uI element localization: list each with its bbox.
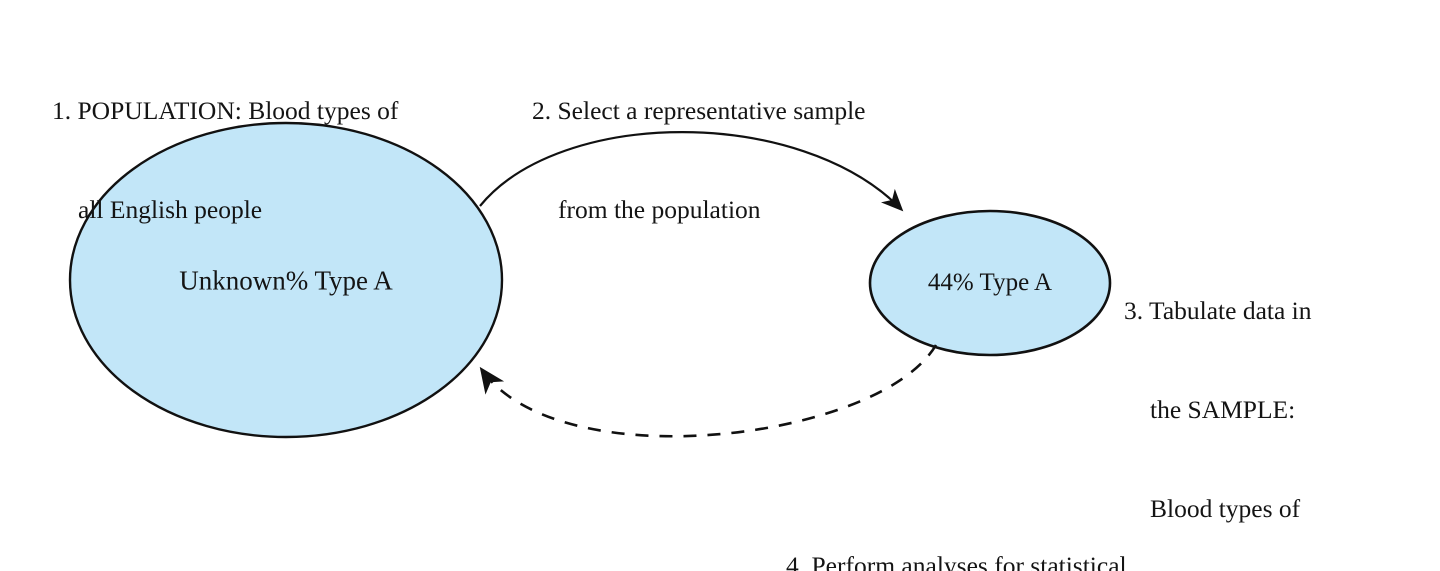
tabulate-caption: 3. Tabulate data in the SAMPLE: Blood ty…	[1124, 228, 1366, 571]
tabulate-caption-line-1: 3. Tabulate data in	[1124, 296, 1312, 325]
tabulate-caption-line-2: the SAMPLE:	[1150, 395, 1296, 424]
population-ellipse[interactable]	[68, 121, 504, 439]
population-ellipse-label: Unknown% Type A	[179, 265, 393, 296]
sample-ellipse[interactable]	[868, 209, 1112, 357]
sample-ellipse-label: 44% Type A	[927, 269, 1053, 296]
sample-to-population-arrow	[479, 344, 938, 438]
population-caption: 1. POPULATION: Blood types of all Englis…	[52, 28, 398, 292]
inference-caption: 4. Perform analyses for statistical infe…	[786, 483, 1127, 571]
sampling-caption: 2. Select a representative sample from t…	[532, 28, 865, 292]
population-caption-line-1: 1. POPULATION: Blood types of	[52, 96, 399, 125]
sampling-caption-line-1: 2. Select a representative sample	[532, 96, 866, 125]
tabulate-caption-line-3: Blood types of	[1150, 494, 1301, 523]
population-to-sample-arrow	[479, 131, 904, 212]
population-caption-line-2: all English people	[78, 195, 263, 224]
inference-caption-line-1: 4. Perform analyses for statistical	[786, 551, 1127, 571]
sampling-caption-line-2: from the population	[558, 195, 761, 224]
